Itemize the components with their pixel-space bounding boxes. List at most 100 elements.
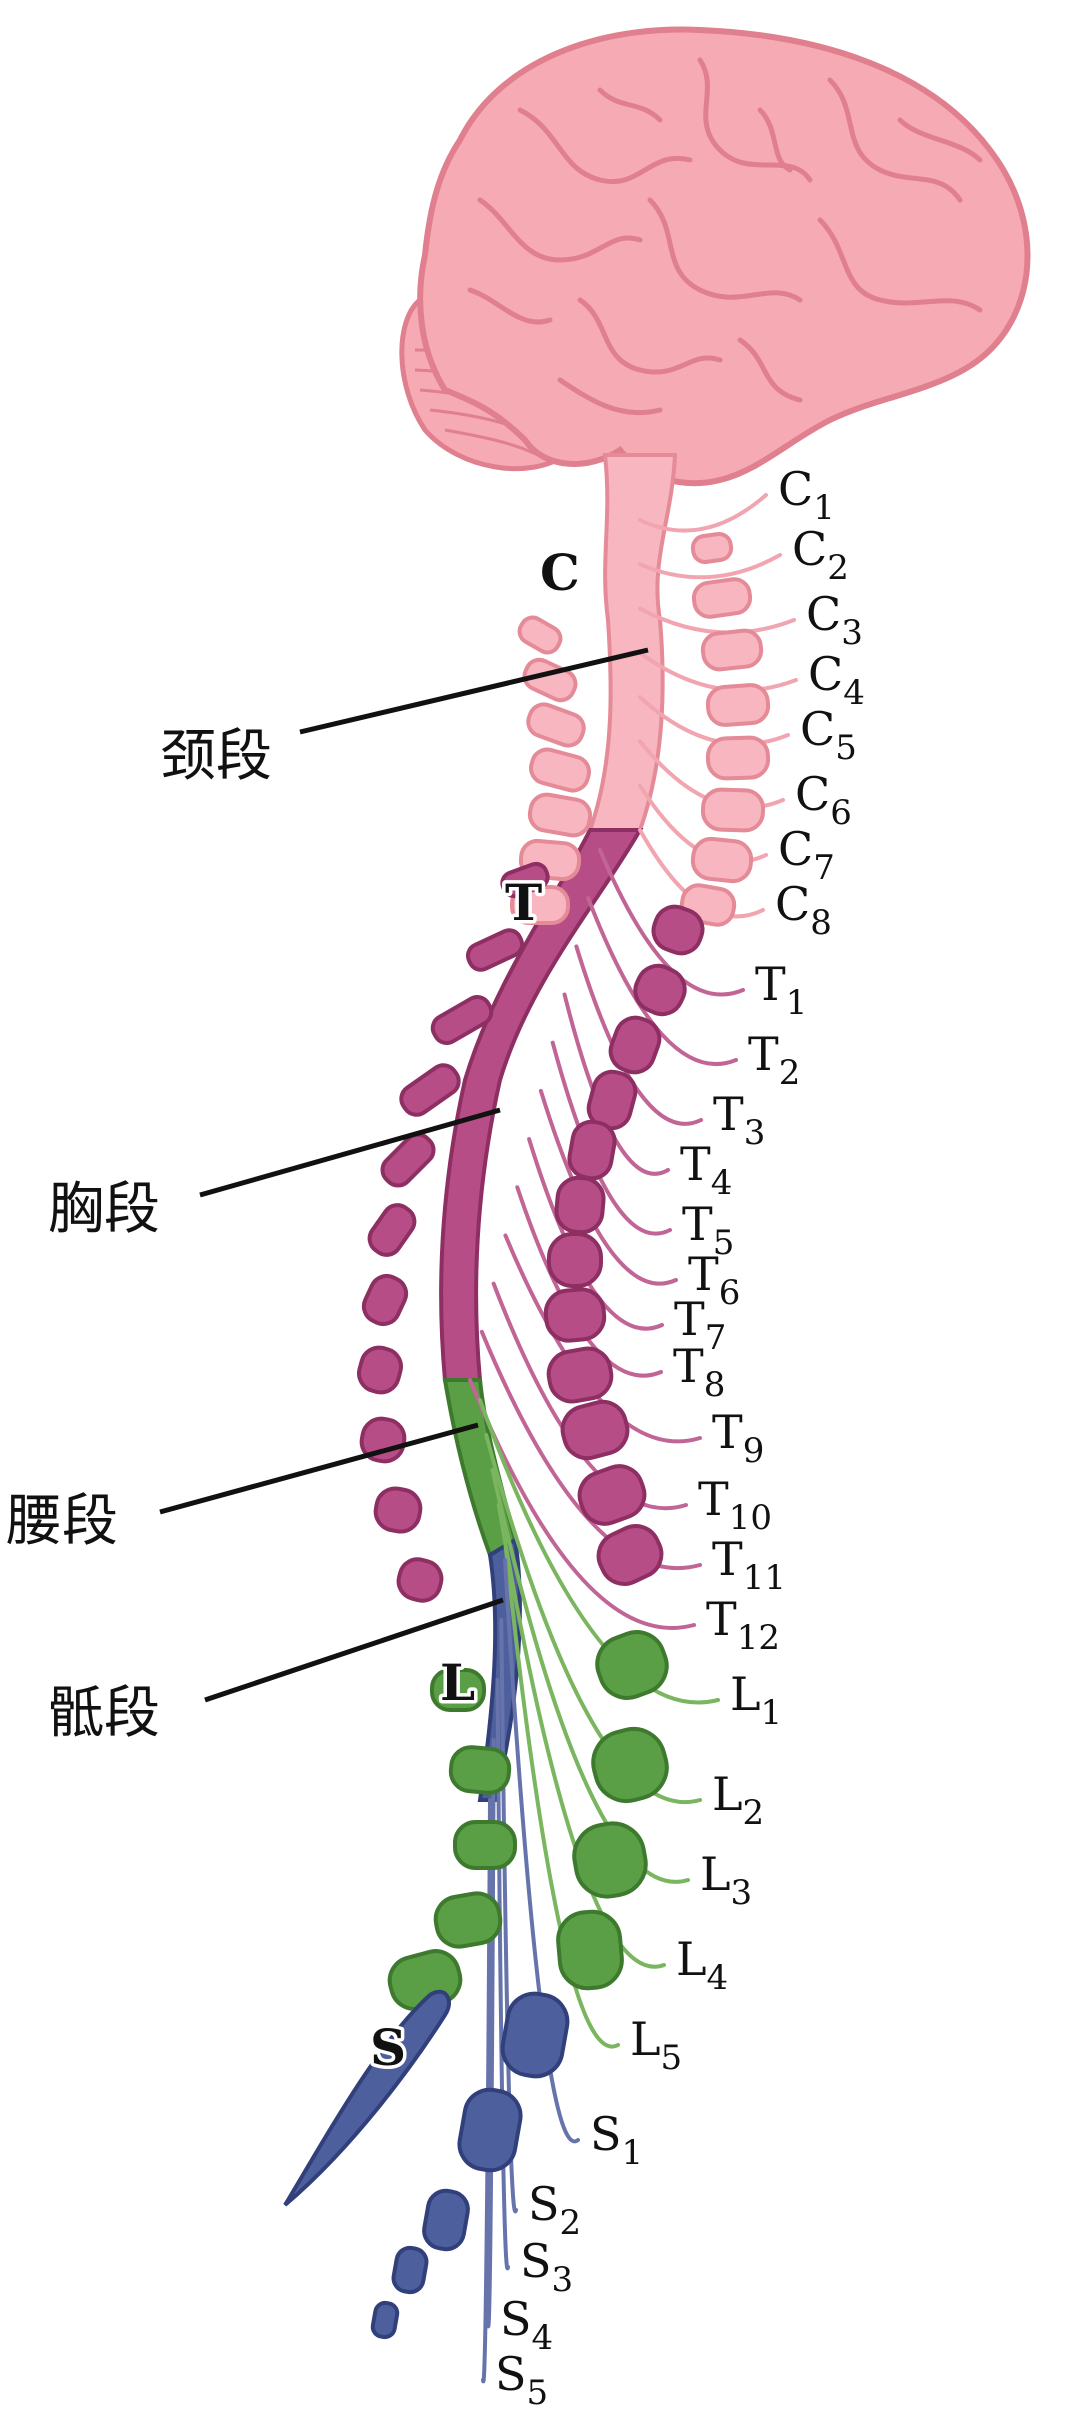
section-letter-sacral: S — [370, 2018, 406, 2077]
segment-callouts — [159, 647, 649, 1703]
vertebra-lumbar-left-4 — [433, 1891, 503, 1949]
nerve-label-subscript: 11 — [743, 1558, 786, 1598]
vertebra-cervical-right-6 — [700, 787, 766, 833]
nerve-line-t2 — [586, 896, 738, 1066]
vertebra-sacral-right-5 — [370, 2300, 400, 2340]
nerve-label-subscript: 8 — [704, 1365, 726, 1405]
nerve-label-c2: C2 — [792, 522, 849, 588]
vertebra-thoracic-right-3 — [608, 1015, 662, 1075]
vertebra-lumbar-right-4 — [556, 1909, 624, 1991]
nerve-label-c1: C1 — [778, 462, 835, 528]
nerve-label-l2: L2 — [712, 1767, 764, 1833]
nerve-label-s2: S2 — [528, 2177, 581, 2243]
vertebra-cervical-right-2 — [691, 577, 753, 619]
nerve-label-subscript: 5 — [527, 2373, 549, 2413]
nerve-label-letter: C — [806, 587, 841, 641]
nerve-label-subscript: 7 — [813, 848, 835, 888]
nerve-line-t6 — [538, 1088, 678, 1286]
nerve-label-subscript: 4 — [532, 2318, 554, 2358]
vertebra-thoracic-right-10 — [560, 1399, 630, 1461]
vertebra-thoracic-right-9 — [546, 1346, 614, 1404]
vertebra-thoracic-left-8 — [357, 1345, 403, 1395]
vertebra-thoracic-left-7 — [361, 1273, 409, 1327]
vertebra-thoracic-right-2 — [633, 963, 687, 1017]
vertebra-thoracic-left-2 — [465, 928, 525, 972]
nerve-label-t5: T5 — [682, 1197, 734, 1263]
nerve-label-l1: L1 — [730, 1667, 782, 1733]
section-letter-thoracic: T — [505, 873, 542, 932]
nerve-label-subscript: 12 — [737, 1618, 780, 1658]
vertebra-sacral-right-3 — [422, 2188, 470, 2252]
nerve-label-t10: T10 — [698, 1472, 772, 1538]
nerve-label-subscript: 6 — [719, 1273, 741, 1313]
nerve-label-c3: C3 — [806, 587, 863, 653]
vertebra-cervical-right-7 — [690, 836, 754, 884]
vertebra-lumbar-left-2 — [448, 1745, 512, 1795]
nerve-label-subscript: 9 — [743, 1431, 765, 1471]
nerve-label-t1: T1 — [755, 957, 807, 1023]
nerve-label-s3: S3 — [520, 2234, 573, 2300]
vertebra-thoracic-left-5 — [380, 1132, 436, 1188]
vertebra-thoracic-right-7 — [547, 1232, 603, 1288]
nerve-label-t11: T11 — [712, 1532, 786, 1598]
nerve-label-subscript: 2 — [827, 548, 849, 588]
nerve-label-letter: S — [528, 2177, 560, 2231]
spinal-nerves — [468, 493, 798, 2384]
nerve-labels: C1C2C3C4C5C6C7C8T1T2T3T4T5T6T7T8T9T10T11… — [495, 462, 865, 2413]
section-letter-cervical: C — [540, 543, 580, 602]
nerve-label-letter: T — [712, 1532, 743, 1586]
nerve-label-letter: C — [778, 462, 813, 516]
nerve-label-letter: T — [748, 1027, 779, 1081]
vertebra-sacral-right-2 — [457, 2087, 523, 2173]
callout-line-sacral — [204, 1597, 504, 1703]
nerve-line-c2 — [638, 553, 782, 580]
nerve-line-s5 — [481, 1798, 492, 2384]
nerve-label-t12: T12 — [706, 1592, 780, 1658]
nerve-label-letter: T — [712, 1405, 743, 1459]
nerve-label-c8: C8 — [775, 877, 832, 943]
nerve-label-letter: T — [713, 1087, 744, 1141]
nerve-label-letter: T — [680, 1137, 711, 1191]
nerve-label-t9: T9 — [712, 1405, 764, 1471]
nerve-label-t8: T8 — [673, 1339, 725, 1405]
nerve-label-l5: L5 — [630, 2012, 682, 2078]
nerve-line-l2 — [484, 1433, 702, 1805]
nerve-label-letter: L — [700, 1847, 731, 1901]
segment-label-lumbar: 腰段 — [6, 1489, 118, 1554]
nerve-label-subscript: 10 — [729, 1498, 772, 1538]
nerve-label-subscript: 4 — [707, 1958, 729, 1998]
nerve-label-letter: C — [792, 522, 827, 576]
nerve-label-letter: T — [706, 1592, 737, 1646]
nerve-label-subscript: 2 — [560, 2203, 582, 2243]
nerve-label-c4: C4 — [808, 647, 865, 713]
brain-illustration — [399, 26, 1031, 487]
nerve-label-s5: S5 — [495, 2347, 548, 2413]
nerve-label-subscript: 2 — [779, 1053, 801, 1093]
nerve-label-subscript: 2 — [743, 1793, 765, 1833]
nerve-label-subscript: 5 — [835, 728, 857, 768]
section-letter-lumbar: L — [440, 1653, 475, 1712]
nerve-label-subscript: 4 — [711, 1163, 733, 1203]
vertebra-cervical-right-3 — [700, 628, 764, 672]
nerve-label-subscript: 3 — [841, 613, 863, 653]
nerve-label-letter: T — [673, 1339, 704, 1393]
nerve-line-t3 — [574, 944, 703, 1126]
vertebra-sacral-right-4 — [391, 2245, 429, 2295]
nerve-label-letter: L — [630, 2012, 661, 2066]
segment-label-thoracic: 胸段 — [48, 1177, 160, 1242]
nerve-label-letter: S — [500, 2292, 532, 2346]
nerve-line-l3 — [490, 1468, 690, 1884]
nerve-label-c6: C6 — [795, 767, 852, 833]
nerve-label-subscript: 1 — [761, 1693, 783, 1733]
nerve-label-subscript: 7 — [705, 1318, 727, 1358]
nerve-line-t8 — [515, 1185, 663, 1378]
vertebra-cervical-left-3 — [526, 702, 586, 748]
nerve-label-c5: C5 — [800, 702, 857, 768]
nerve-label-s4: S4 — [500, 2292, 553, 2358]
nerve-label-letter: T — [674, 1292, 705, 1346]
vertebra-lumbar-left-1 — [430, 1668, 486, 1712]
nerve-label-t2: T2 — [748, 1027, 800, 1093]
nerve-label-c7: C7 — [778, 822, 835, 888]
vertebra-thoracic-left-11 — [396, 1557, 444, 1603]
vertebra-cervical-right-4 — [705, 683, 771, 727]
